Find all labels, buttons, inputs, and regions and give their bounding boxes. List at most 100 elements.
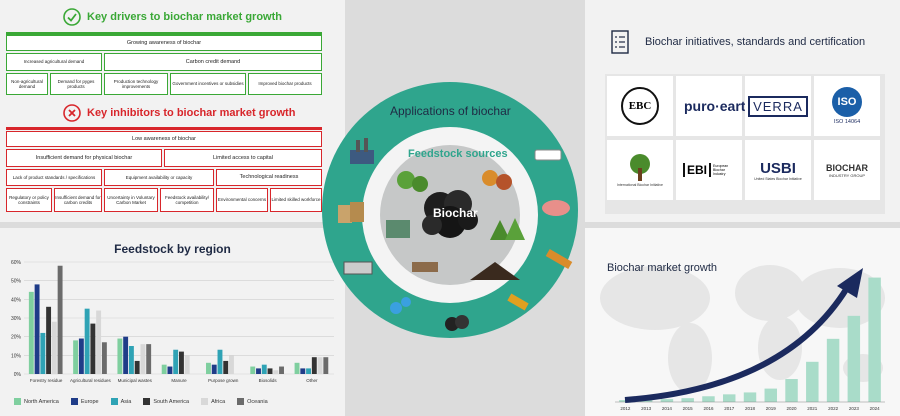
legend-swatch	[14, 398, 21, 405]
bar	[273, 370, 279, 374]
bar	[40, 332, 46, 374]
drivers-title: Key drivers to biochar market growth	[87, 11, 282, 23]
driver-cell: Government incentives or subsidies	[170, 73, 246, 95]
bar	[46, 306, 52, 374]
bar	[323, 357, 329, 374]
tree-icon	[630, 154, 650, 181]
bar	[211, 364, 217, 374]
x-circle-icon	[63, 104, 81, 122]
bar	[96, 310, 102, 374]
drivers-panel: Key drivers to biochar market growth Gro…	[0, 0, 345, 222]
legend-item: Oceania	[237, 398, 268, 405]
legend-swatch	[201, 398, 209, 405]
growth-arrow	[624, 286, 850, 403]
arrow-head-icon	[837, 268, 863, 298]
y-tick-label: 50%	[11, 279, 22, 285]
year-label: 2019	[766, 406, 777, 411]
initiatives-header: Biochar initiatives, standards and certi…	[611, 30, 865, 54]
growth-bar	[639, 400, 653, 402]
growth-bar	[868, 277, 881, 402]
chart-title: Feedstock by region	[114, 242, 231, 256]
bar	[306, 368, 311, 374]
y-tick-label: 10%	[11, 353, 22, 359]
year-label: 2020	[787, 406, 798, 411]
growth-bar	[826, 338, 840, 402]
soil-pile-icon	[470, 262, 520, 280]
bar	[161, 364, 167, 374]
inhibitors-title: Key inhibitors to biochar market growth	[87, 107, 296, 119]
y-tick-label: 40%	[11, 297, 22, 303]
bar	[134, 360, 140, 374]
bar	[28, 291, 34, 374]
growth-bar	[681, 398, 694, 402]
x-tick-label: Forestry residue	[30, 378, 63, 383]
year-label: 2017	[724, 406, 735, 411]
growth-bar	[806, 361, 819, 402]
inhibitors-header: Key inhibitors to biochar market growth	[63, 104, 295, 122]
legend-item: Asia	[110, 398, 131, 405]
y-tick-label: 20%	[11, 335, 22, 341]
bar	[256, 368, 261, 374]
feed-bags-icon	[338, 202, 364, 223]
bar	[184, 355, 190, 374]
iso-logo: ISO ISO 14064	[814, 76, 880, 136]
x-tick-label: Purpose grown	[208, 378, 239, 383]
year-label: 2021	[807, 406, 818, 411]
year-label: 2013	[641, 406, 652, 411]
inhibitor-cell: Feedstock availability/ competition	[160, 188, 214, 212]
puro-earth-logo: puro·earth	[676, 76, 754, 136]
bar	[206, 362, 211, 374]
applications-diagram	[322, 82, 578, 338]
inhibitor-cell: Limited access to capital	[164, 149, 322, 167]
feedstock-sources-title: Feedstock sources	[408, 148, 508, 160]
biochar-industry-group-logo: BIOCHAR INDUSTRY GROUP	[814, 140, 880, 200]
bar	[34, 284, 40, 374]
ebi-logo: EBI European Biochar Industry	[676, 140, 742, 200]
feedstock-panel: Feedstock by region 0% 10% 20% 30% 40% 50% 60%…	[0, 228, 345, 416]
year-label: 2024	[870, 406, 881, 411]
legend-label: Oceania	[247, 398, 268, 405]
check-circle-icon	[63, 8, 81, 26]
growth-bar	[702, 396, 715, 402]
initiatives-panel: Biochar initiatives, standards and certi…	[585, 0, 900, 222]
biochar-pile-icon	[422, 190, 478, 238]
bar	[51, 321, 57, 374]
growth-bar	[764, 388, 777, 402]
inhibitor-cell: Lack of product standards / specificatio…	[6, 169, 102, 186]
y-tick-label: 0%	[14, 372, 22, 378]
bar	[84, 308, 90, 374]
bar	[117, 338, 123, 374]
biochar-label: Biochar	[433, 206, 478, 220]
bar	[317, 357, 323, 374]
year-label: 2023	[849, 406, 860, 411]
bar	[140, 344, 146, 374]
bar	[146, 344, 152, 374]
inhibitor-cell: Equipment availability or capacity	[104, 169, 214, 186]
y-tick-label: 30%	[11, 316, 22, 322]
legend-item: Africa	[201, 398, 225, 405]
bar	[57, 265, 63, 374]
driver-cell: Production technology improvements	[104, 73, 168, 95]
legend-swatch	[237, 398, 245, 405]
growth-bar	[660, 399, 674, 402]
conveyor-icon	[545, 249, 573, 269]
briquettes-icon	[445, 315, 469, 331]
ebc-logo: EBC	[607, 76, 673, 136]
bar	[294, 362, 300, 374]
bar	[223, 360, 229, 374]
growth-title: Biochar market growth	[607, 262, 718, 274]
year-label: 2012	[620, 406, 631, 411]
inhibitor-cell: Limited skilled workforce	[270, 188, 322, 212]
bar	[179, 351, 184, 374]
bar	[311, 357, 317, 374]
logs-icon	[412, 262, 438, 272]
bar	[123, 336, 129, 374]
y-tick-label: 60%	[11, 260, 22, 266]
year-label: 2016	[703, 406, 714, 411]
excavator-icon	[507, 293, 529, 311]
bar	[279, 366, 284, 374]
legend-label: Africa	[211, 398, 226, 405]
bar	[90, 323, 96, 374]
